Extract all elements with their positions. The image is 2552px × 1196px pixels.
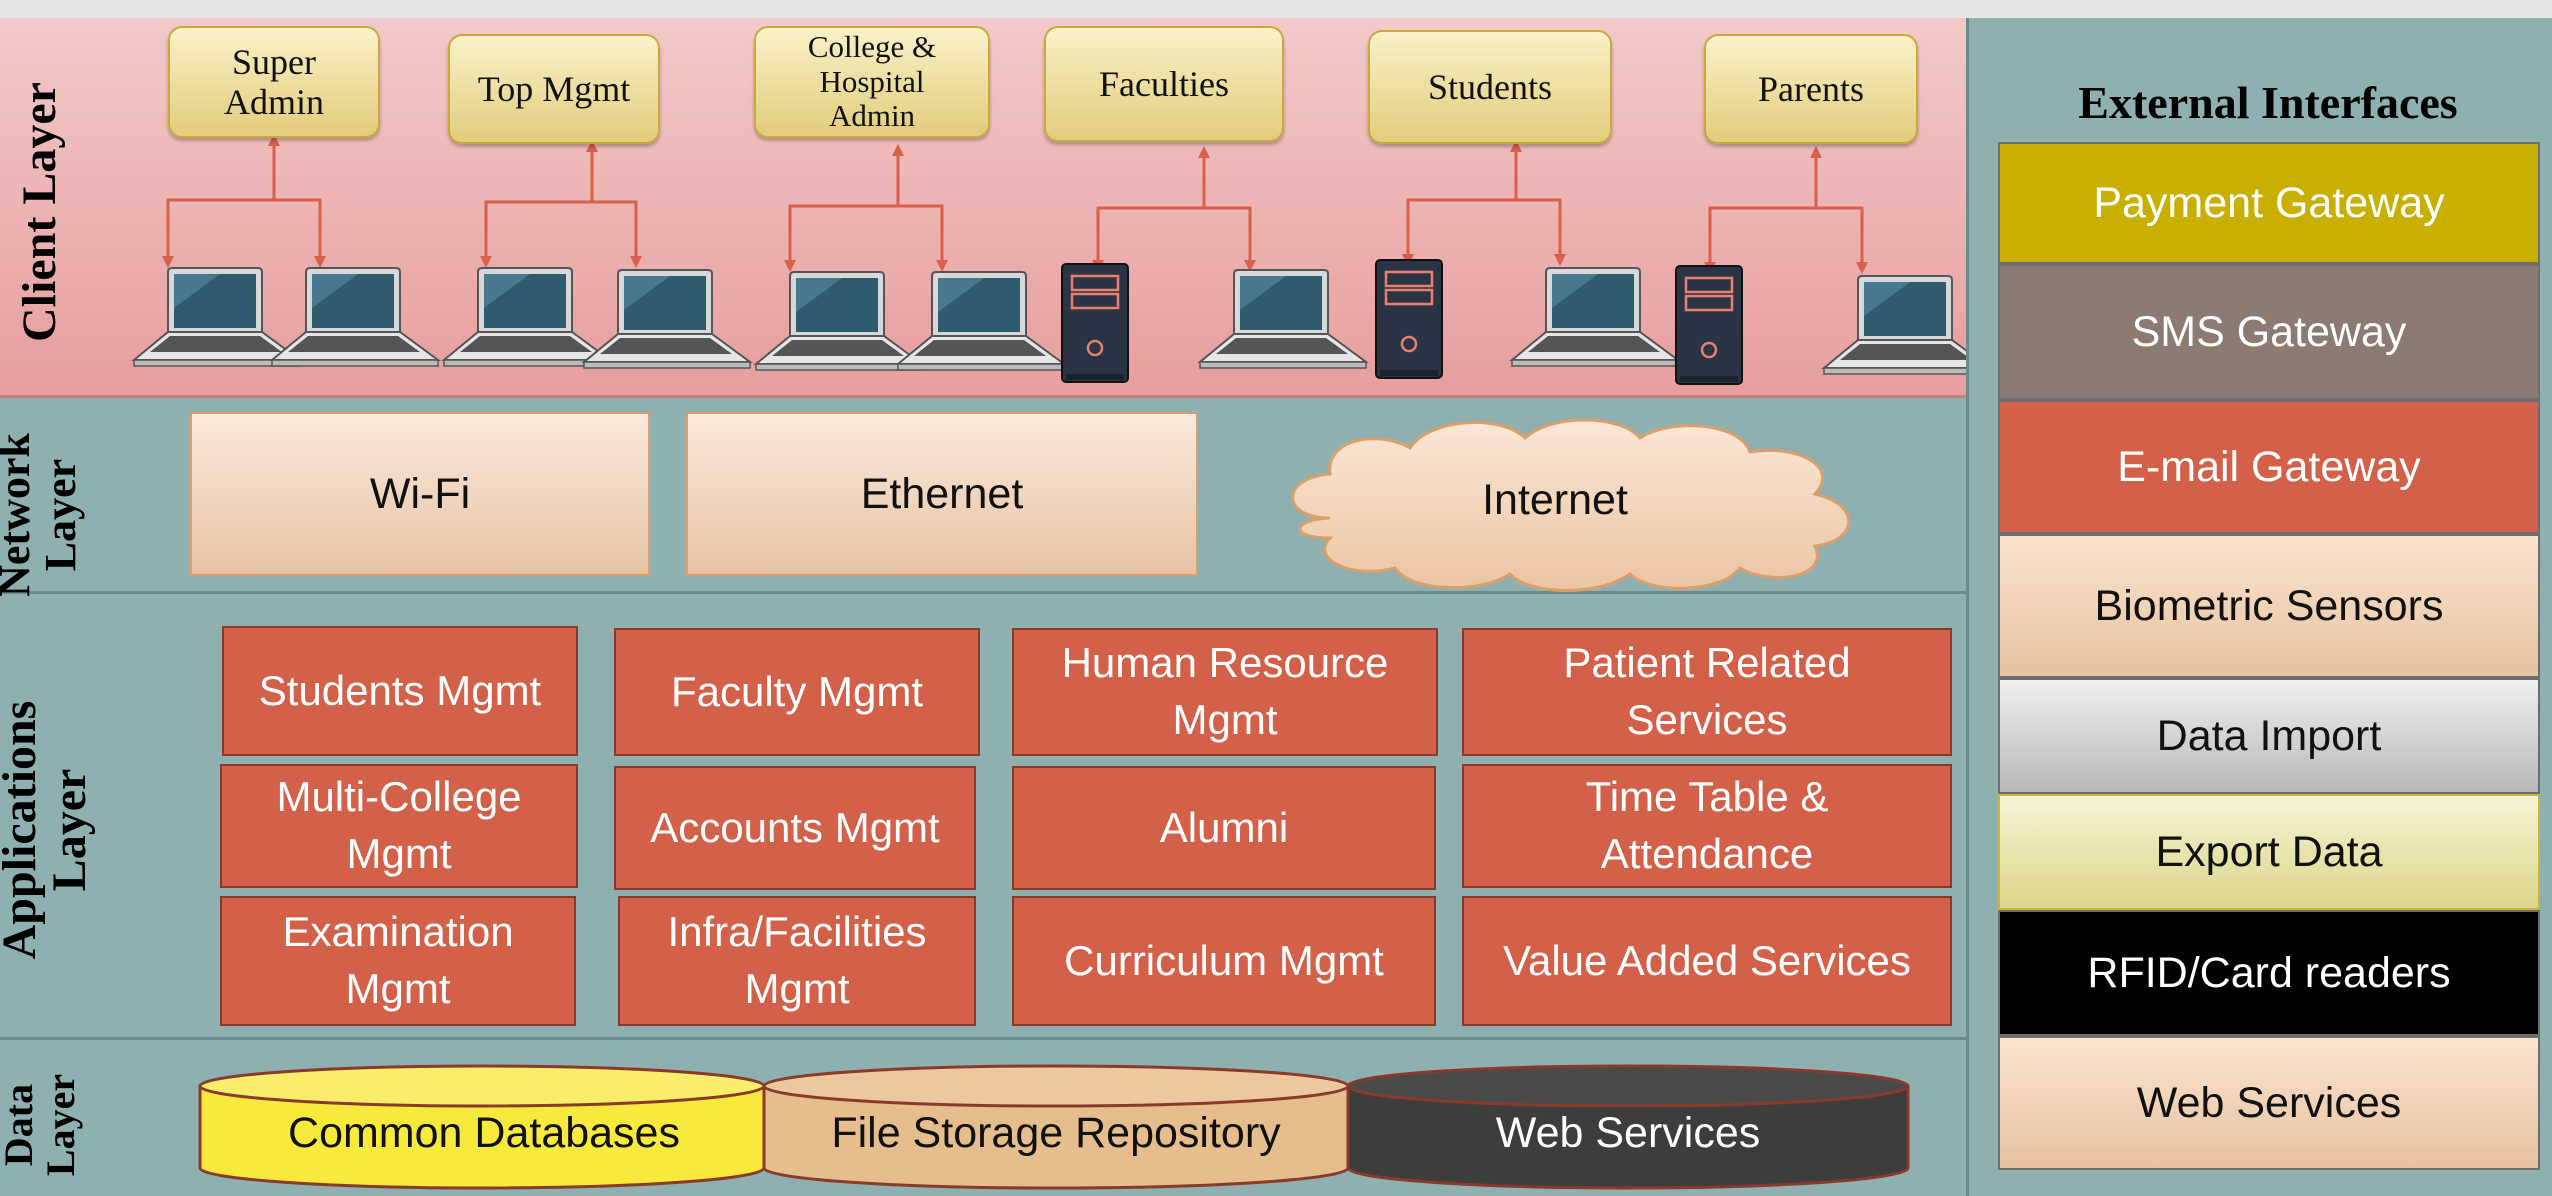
app-value-added-services: Value Added Services: [1462, 896, 1952, 1026]
network-wifi: Wi-Fi: [190, 412, 650, 576]
client-faculties: Faculties: [1044, 26, 1284, 142]
laptop-icon: [583, 269, 751, 369]
app-students-mgmt: Students Mgmt: [222, 626, 578, 756]
app-time-table-attendance: Time Table &Attendance: [1462, 764, 1952, 888]
laptop-icon: [755, 271, 923, 371]
client-top-mgmt: Top Mgmt: [448, 34, 660, 144]
client-parents: Parents: [1704, 34, 1918, 144]
ext-data-import: Data Import: [1998, 678, 2540, 794]
laptop-icon: [897, 271, 1065, 371]
data-web-services: Web Services: [1495, 1108, 1761, 1157]
app-faculty-mgmt: Faculty Mgmt: [614, 628, 980, 756]
ext-email-gateway: E-mail Gateway: [1998, 400, 2540, 534]
app-alumni: Alumni: [1012, 766, 1436, 890]
network-ethernet: Ethernet: [686, 412, 1198, 576]
network-internet-cloud: [1291, 418, 1851, 592]
cylinder-common-databases: [198, 1064, 766, 1190]
ext-rfid-card-readers: RFID/Card readers: [1998, 910, 2540, 1036]
data-store-cylinders: [198, 1064, 1910, 1190]
tower-pc-icon: [1674, 264, 1744, 386]
cylinder-file-storage-repository: [762, 1064, 1350, 1190]
top-strip: [0, 0, 2552, 18]
client-connectors: [162, 134, 1868, 274]
app-curriculum-mgmt: Curriculum Mgmt: [1012, 896, 1436, 1026]
laptop-icon: [1199, 269, 1367, 369]
tower-pc-icon: [1374, 258, 1444, 380]
ext-web-services: Web Services: [1998, 1036, 2540, 1170]
laptop-icon: [1823, 275, 1966, 375]
laptop-icon: [271, 267, 439, 367]
app-accounts-mgmt: Accounts Mgmt: [614, 766, 976, 890]
ext-biometric-sensors: Biometric Sensors: [1998, 534, 2540, 678]
ext-export-data: Export Data: [1998, 794, 2540, 910]
network-internet: Internet: [1482, 475, 1628, 524]
ext-sms-gateway: SMS Gateway: [1998, 264, 2540, 400]
client-devices: [133, 258, 1966, 386]
laptop-icon: [1511, 267, 1679, 367]
ext-payment-gateway: Payment Gateway: [1998, 142, 2540, 264]
data-common-databases: Common Databases: [288, 1108, 680, 1157]
laptop-icon: [443, 267, 611, 367]
tower-pc-icon: [1060, 262, 1130, 384]
data-file-storage-repository: File Storage Repository: [831, 1108, 1281, 1157]
client-students: Students: [1368, 30, 1612, 144]
external-interfaces-title: External Interfaces: [2078, 76, 2458, 128]
laptop-icon: [133, 267, 301, 367]
cylinder-web-services: [1346, 1064, 1910, 1190]
